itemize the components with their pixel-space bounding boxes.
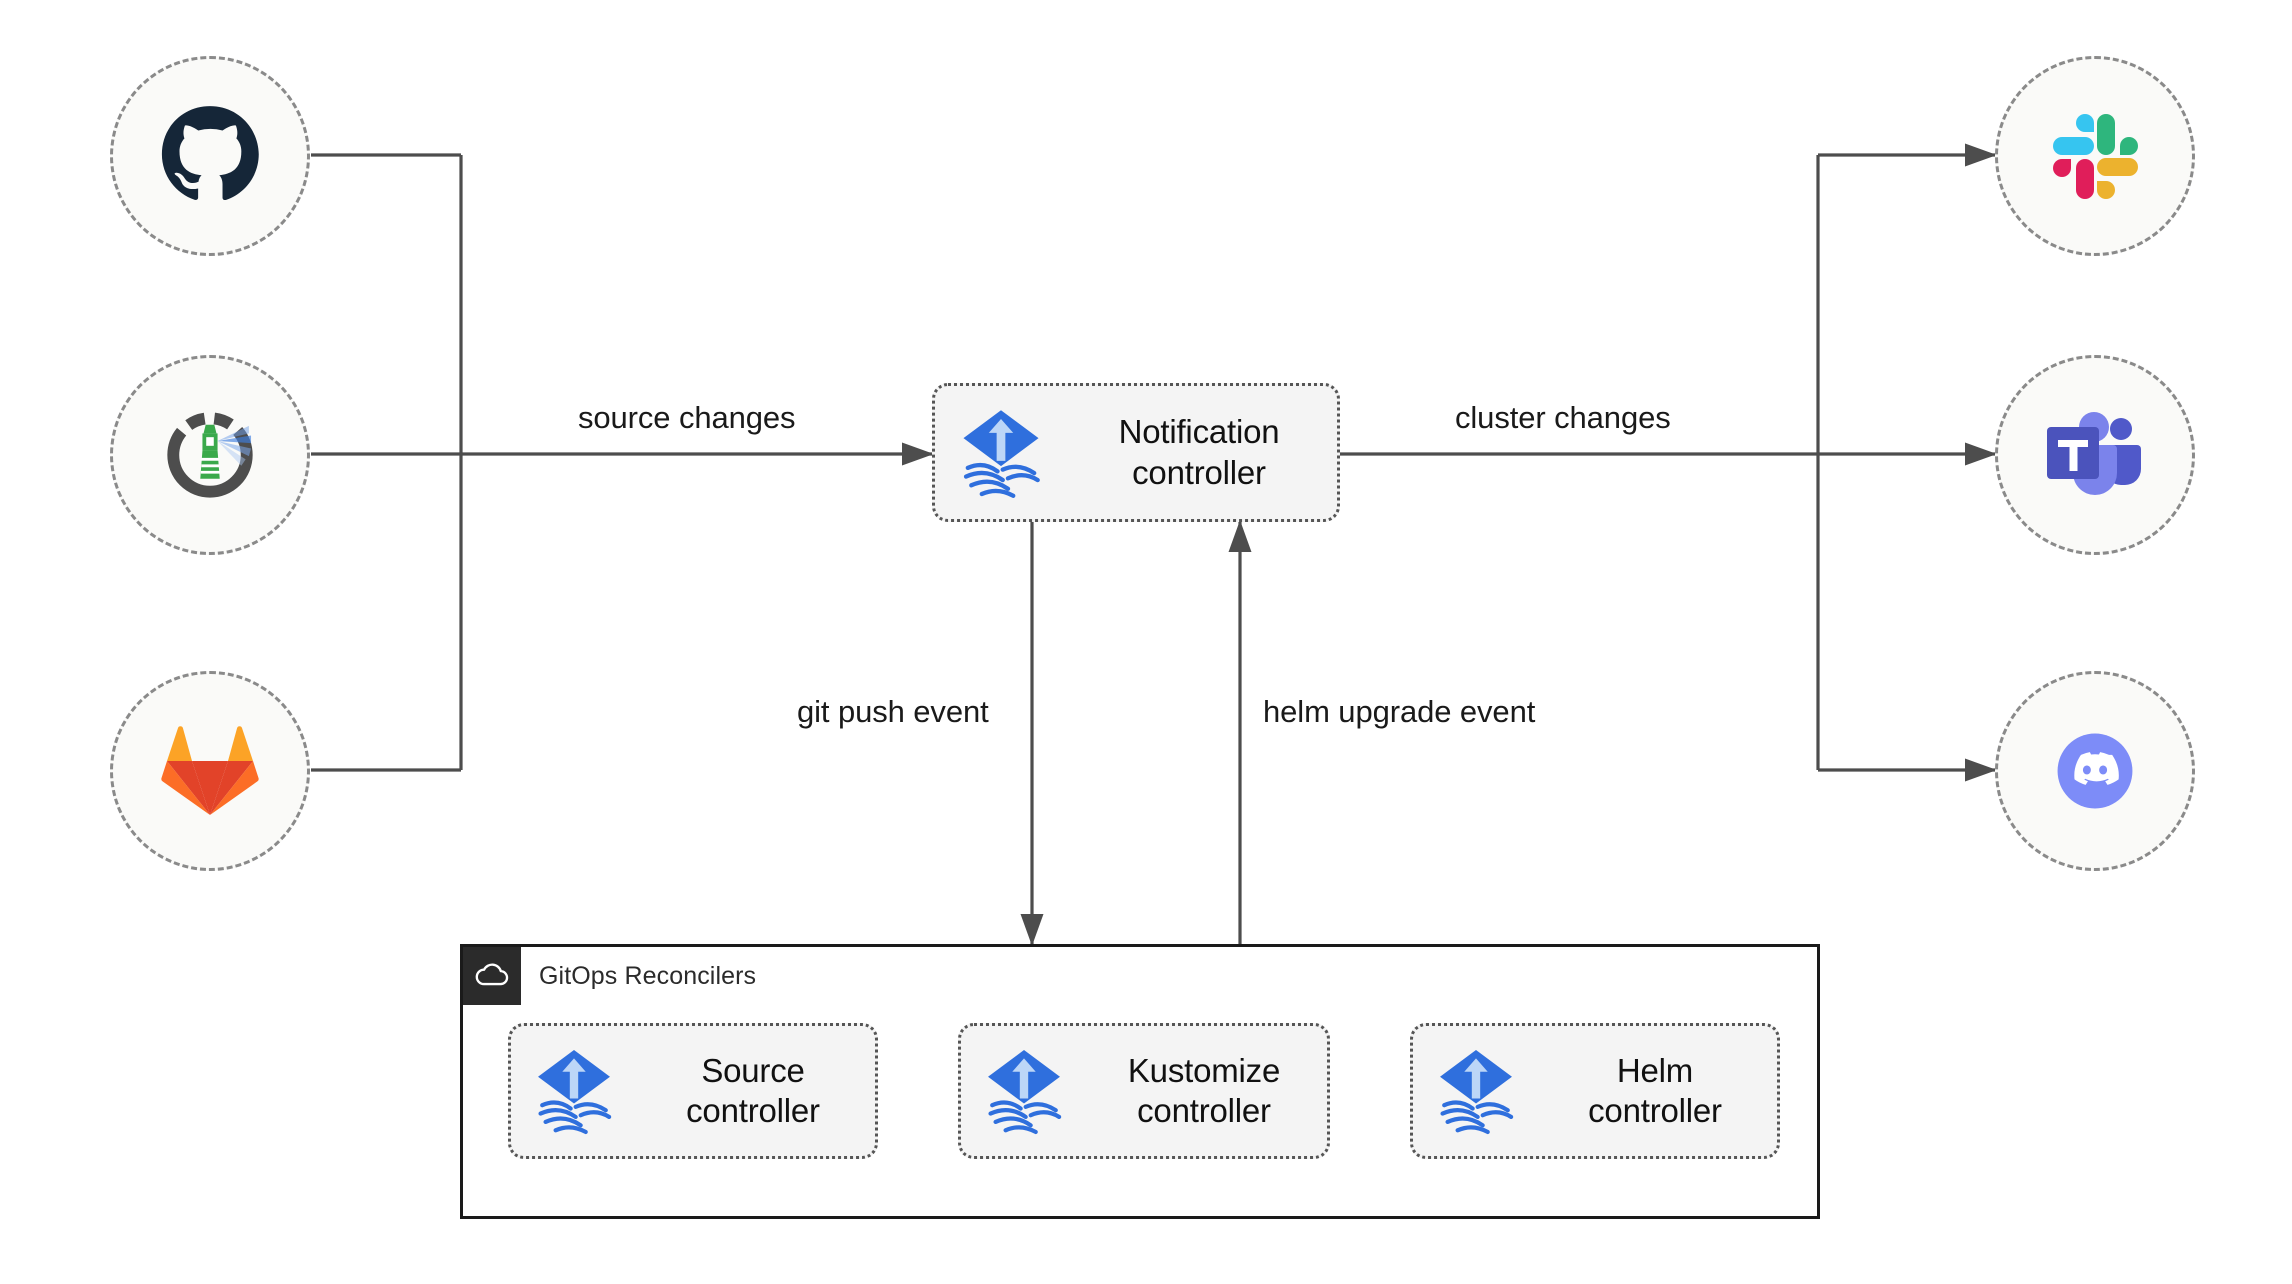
group-title: GitOps Reconcilers	[539, 961, 757, 990]
source-node-github[interactable]	[110, 56, 310, 256]
destination-node-slack[interactable]	[1995, 56, 2195, 256]
kustomize-controller-label: Kustomize controller	[1127, 1051, 1281, 1129]
group-header: GitOps Reconcilers	[463, 947, 756, 1005]
helm-controller-label: Helm controller	[1588, 1051, 1722, 1129]
lighthouse-icon	[156, 401, 264, 509]
source-controller-label: Source controller	[686, 1051, 820, 1129]
cloud-icon	[463, 947, 521, 1005]
helm-controller-card[interactable]: Helm controller	[1410, 1023, 1780, 1159]
source-node-gitlab[interactable]	[110, 671, 310, 871]
source-controller-card[interactable]: Source controller	[508, 1023, 878, 1159]
gitlab-icon	[160, 723, 260, 819]
notification-controller-label: Notification controller	[1118, 413, 1280, 491]
kustomize-controller-card[interactable]: Kustomize controller	[958, 1023, 1330, 1159]
ms-teams-icon	[2043, 405, 2147, 505]
source-node-lighthouse[interactable]	[110, 355, 310, 555]
destination-node-teams[interactable]	[1995, 355, 2195, 555]
discord-icon	[2043, 719, 2147, 823]
edge-label-source-changes: source changes	[578, 400, 796, 435]
notification-controller-card[interactable]: Notification controller	[932, 383, 1340, 522]
destination-node-discord[interactable]	[1995, 671, 2195, 871]
flux-icon	[935, 405, 1067, 501]
edge-label-cluster-changes: cluster changes	[1455, 400, 1671, 435]
flux-icon	[511, 1045, 637, 1137]
edge-label-git-push-event: git push event	[797, 694, 989, 729]
slack-icon	[2045, 106, 2145, 206]
edge-label-helm-upgrade-event: helm upgrade event	[1263, 694, 1536, 729]
flux-icon	[1413, 1045, 1539, 1137]
flux-icon	[961, 1045, 1087, 1137]
github-icon	[158, 104, 262, 208]
